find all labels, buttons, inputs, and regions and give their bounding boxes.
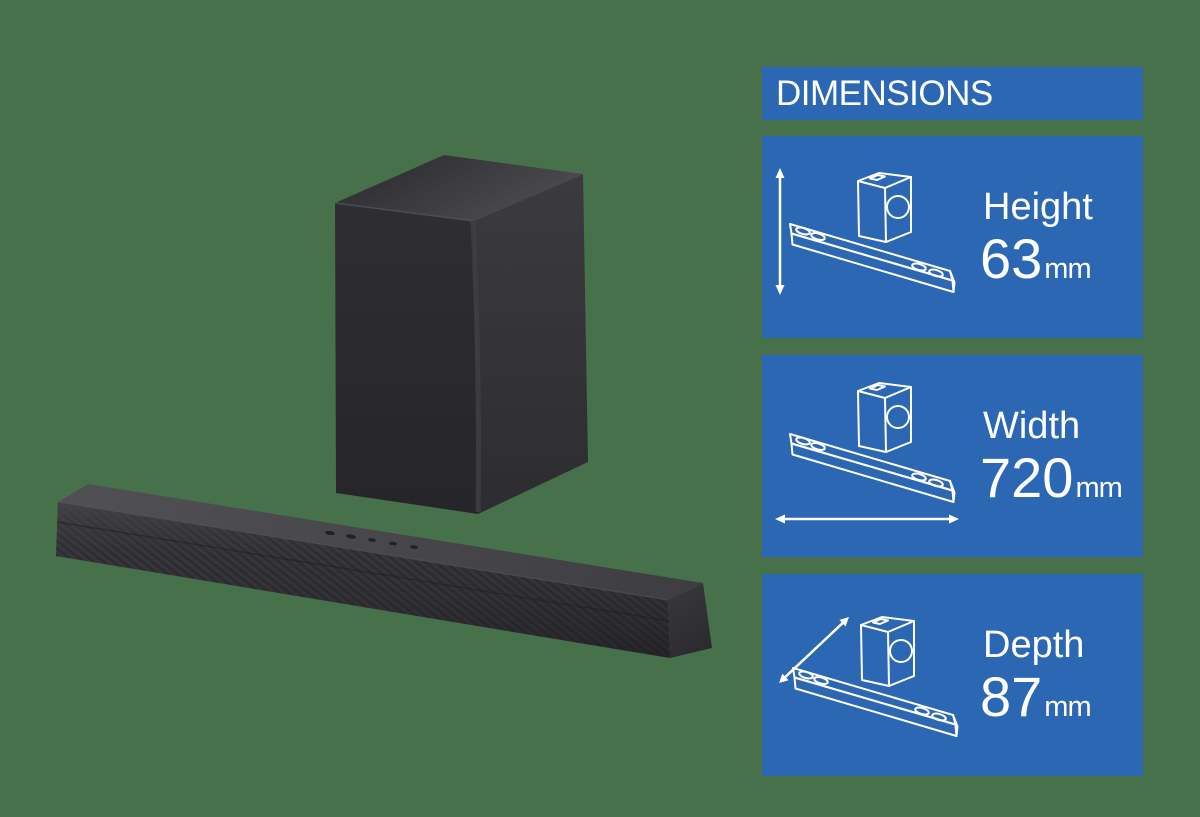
dimensions-panel: DIMENSIONS Height 63mm [762, 0, 1143, 817]
soundbar-top-buttons [325, 530, 418, 549]
dimension-label: Height [983, 186, 1093, 228]
dimension-value-row: 87mm [980, 669, 1092, 725]
dimension-value: 63 [980, 227, 1043, 290]
depth-dimension-icon [779, 616, 959, 737]
dimension-label: Width [983, 405, 1081, 447]
dimension-label: Depth [983, 624, 1085, 666]
vertical-double-arrow-icon [775, 168, 785, 295]
panel-title: DIMENSIONS [776, 73, 993, 113]
dimension-value: 87 [980, 665, 1043, 728]
soundbar-graphic [56, 484, 712, 658]
dimension-card-width: Width 720mm [762, 355, 1143, 557]
dimension-value-row: 720mm [980, 450, 1123, 506]
subwoofer-graphic [334, 155, 588, 514]
dimension-value-row: 63mm [980, 231, 1092, 287]
dimension-card-height: Height 63mm [762, 136, 1143, 338]
panel-header: DIMENSIONS [762, 67, 1143, 120]
dimension-card-depth: Depth 87mm [762, 574, 1143, 776]
dimension-value: 720 [980, 446, 1074, 509]
width-dimension-icon [775, 382, 959, 524]
height-dimension-icon [775, 168, 956, 295]
horizontal-double-arrow-icon [775, 514, 959, 524]
diagonal-double-arrow-icon [779, 617, 849, 683]
product-photo-soundbar-subwoofer [56, 155, 712, 658]
dimension-unit: mm [1044, 691, 1091, 723]
dimension-unit: mm [1075, 472, 1122, 504]
dimension-unit: mm [1044, 253, 1091, 285]
